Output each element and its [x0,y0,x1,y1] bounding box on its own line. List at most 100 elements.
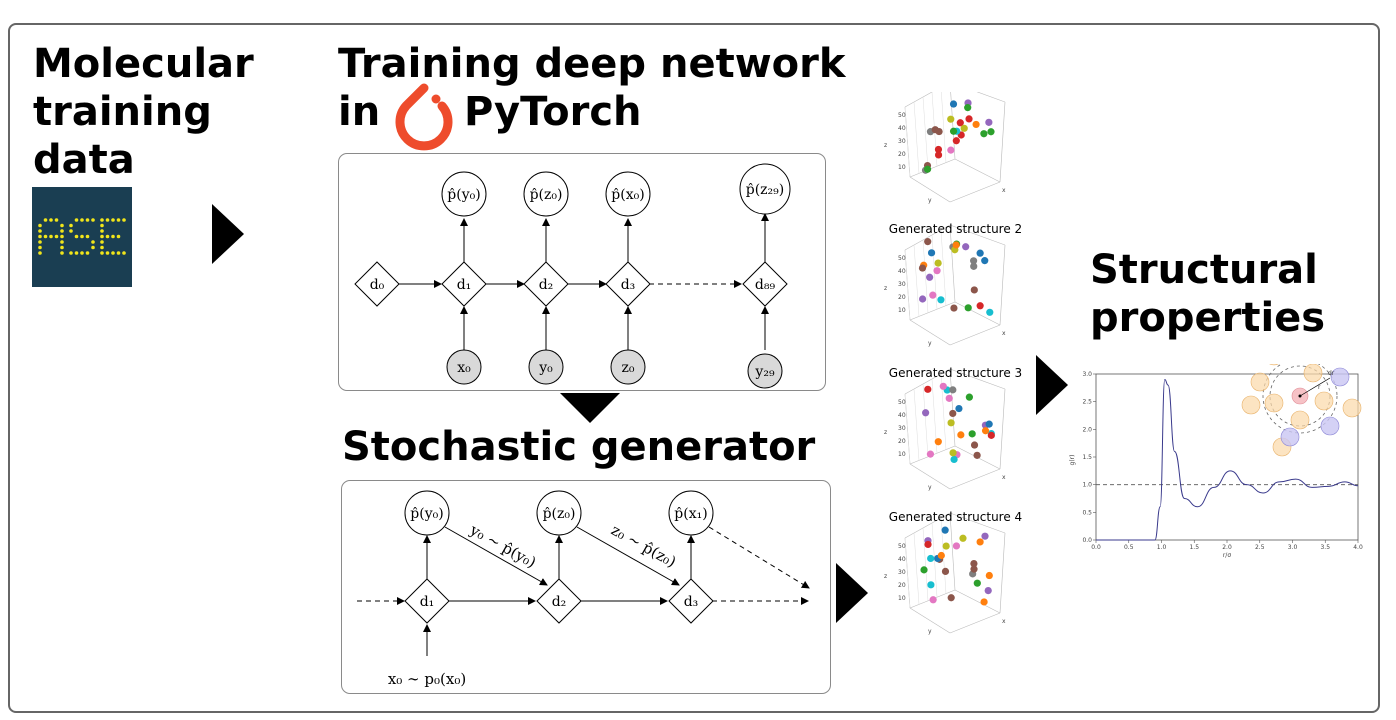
ase-dot [85,218,90,222]
stochastic-title: Stochastic generator [342,424,816,470]
ase-dot [100,218,104,222]
atom-point [949,449,957,457]
atom-point [941,567,950,576]
rdf-x-tick-label: 3.0 [1288,544,1298,551]
atom-point [937,551,945,560]
structure-axis-line [949,368,956,447]
structure-axis-line [999,244,1006,326]
arrow-down-icon [560,393,620,423]
atom-point [962,243,970,251]
atom-point [959,534,967,542]
atom-point [965,115,973,123]
ase-dot [105,234,110,239]
structure-axis-label: z [884,142,887,149]
structure-axis-line [904,224,951,251]
atom-point [984,587,992,595]
structure-tick-label: 30 [898,138,906,145]
atom-point [923,165,932,173]
structure-tick-label: 20 [898,151,906,158]
net-input-2: z₀ [622,360,635,376]
atom-point [929,291,937,299]
ase-dot [69,223,73,228]
structure-tick-label: 10 [898,595,906,602]
ase-dot [85,234,90,239]
ase-dot [122,218,126,222]
ase-dot [43,218,48,222]
atom-point [934,151,943,159]
rdf-x-tick-label: 3.5 [1320,544,1330,551]
structure-grid-line [904,106,911,178]
atom-point [980,130,988,138]
atom-point [924,540,932,549]
structure-grid-line [922,96,929,170]
ase-dot [60,240,64,244]
gen-output-0: p̂(y₀) [410,506,443,522]
structure-tick-label: 20 [898,438,906,445]
gen-state-0: d₁ [420,594,435,610]
atom-point [949,100,958,108]
rdf-y-tick-label: 2.5 [1082,399,1092,406]
rdf-y-tick-label: 3.0 [1082,371,1092,378]
net-output-2: p̂(x₀) [611,187,644,203]
atom-point [924,385,932,393]
arrow-right-icon [212,204,244,264]
ase-dot [100,223,104,228]
net-state-2: d₂ [539,277,554,293]
structure-axis-line [904,92,933,108]
structure-axis-line [954,589,1001,614]
atom-point [947,115,955,123]
structure-grid-line [922,527,929,601]
structure-grid-line [904,249,911,321]
gen-output-1: p̂(z₀) [543,506,576,522]
structural-title-line1: Structural [1090,247,1318,293]
network-diagram: p̂(y₀) p̂(z₀) p̂(x₀) p̂(z₂₉) d₀ d₁ d₂ d₃… [354,163,791,389]
atom-point [980,598,988,606]
atom-point [956,119,964,127]
ase-dot [91,240,95,244]
atom-point [986,308,994,316]
structure-axis-line [949,224,956,303]
atom-point [934,145,943,154]
label: dr [1328,370,1335,377]
rdf-y-tick-label: 2.0 [1082,426,1092,433]
ase-dot [74,218,79,222]
ase-dot [74,251,79,255]
atom-point [931,126,939,134]
training-title-line1: Training deep network [338,41,846,87]
atom-point [964,104,972,112]
structure-axis-line [909,301,956,321]
generator-diagram-panel: p̂(y₀) p̂(z₀) p̂(x₁) d₁ d₂ d₃ y₀ ∼ p̂(y₀… [341,480,831,694]
net-input-1: y₀ [538,360,553,376]
structure-axis-line [949,368,1006,390]
rdf-x-tick-label: 0.5 [1124,544,1134,551]
atom-point [934,259,942,267]
rdf-x-tick-label: 1.5 [1189,544,1199,551]
net-state-4: d₈₉ [755,277,776,293]
arrow-right-icon [836,563,868,623]
structure-axis-label: y [928,197,932,204]
ase-dot [91,218,95,222]
structure-axis-line [999,101,1006,183]
structure-grid-line [913,244,920,317]
atom-point [981,427,990,435]
gen-sample-1: z₀ ∼ p̂(z₀) [608,521,679,571]
structure-tick-label: 50 [898,543,906,550]
structure-axis-label: z [884,573,887,580]
net-input-3: y₂₉ [754,364,775,380]
pytorch-label: PyTorch [464,89,642,135]
rdf-ylabel: g(r) [1069,455,1076,466]
atom-point [934,438,942,446]
generator-diagram: p̂(y₀) p̂(z₀) p̂(x₁) d₁ d₂ d₃ y₀ ∼ p̂(y₀… [357,490,810,688]
structure-grid-line [941,92,947,163]
rdf-y-tick-label: 1.5 [1082,454,1092,461]
atom-point [918,264,927,272]
atom-point [987,128,995,136]
structure-grid-line [922,383,929,457]
atom-point [939,382,947,390]
atom-point [941,526,949,534]
atom-point [965,393,973,401]
atom-point [918,295,927,303]
